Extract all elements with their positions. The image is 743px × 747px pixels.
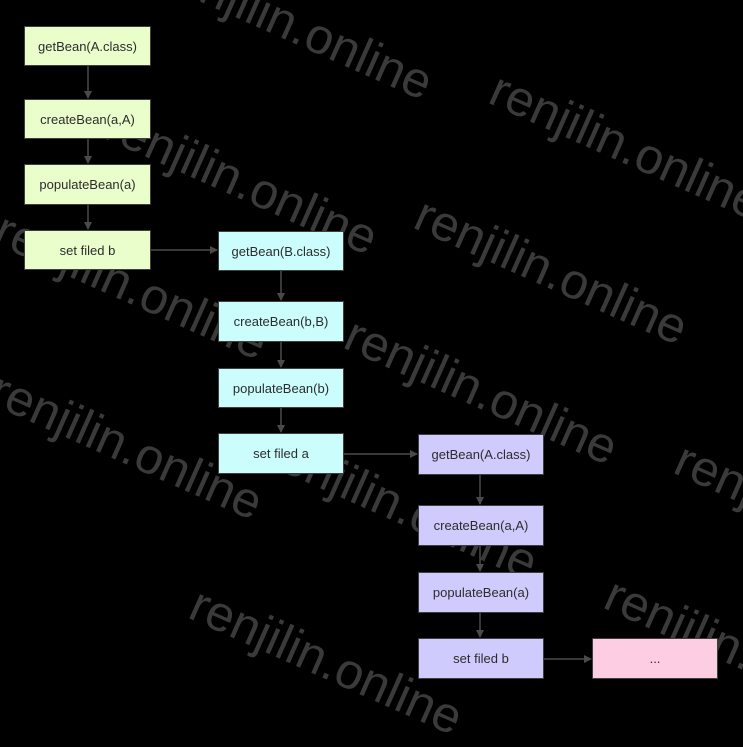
node-ellipsis: ...: [592, 638, 718, 679]
node-populate-bean-a-again: populateBean(a): [418, 572, 544, 613]
node-populate-bean-a: populateBean(a): [24, 164, 151, 205]
node-create-bean-a: createBean(a,A): [24, 99, 151, 139]
node-set-field-b-again: set filed b: [418, 638, 544, 679]
node-set-field-a: set filed a: [218, 433, 344, 474]
node-populate-bean-b: populateBean(b): [218, 368, 344, 408]
node-get-bean-a-again: getBean(A.class): [418, 434, 544, 475]
node-create-bean-a-again: createBean(a,A): [418, 505, 544, 546]
connector-layer: [84, 66, 592, 663]
node-get-bean-a: getBean(A.class): [24, 26, 151, 66]
node-create-bean-b: createBean(b,B): [218, 301, 344, 342]
node-set-field-b: set filed b: [24, 230, 151, 270]
node-get-bean-b: getBean(B.class): [218, 231, 344, 271]
